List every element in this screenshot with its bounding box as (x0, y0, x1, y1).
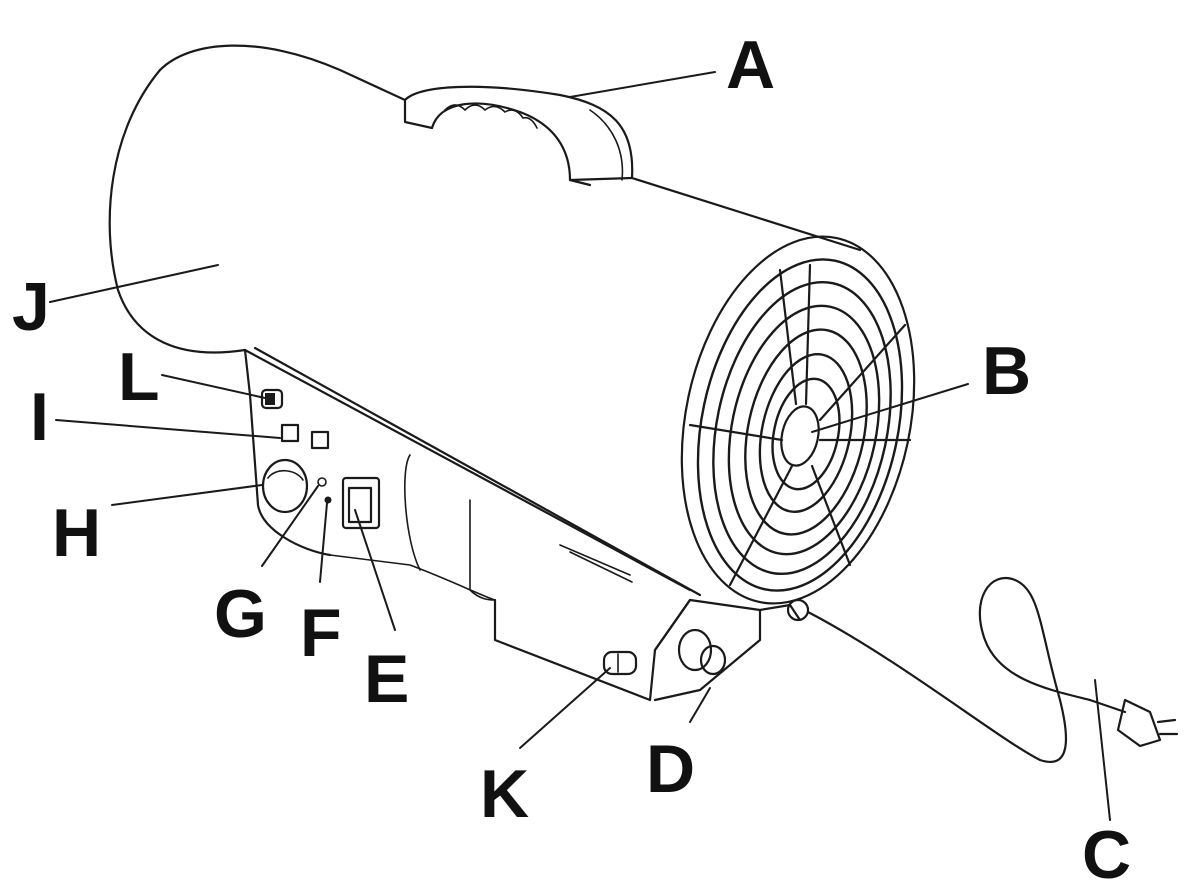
component-g-port (317, 477, 327, 487)
carry-handle (403, 85, 634, 187)
label-g: G (214, 576, 267, 652)
control-panel (243, 346, 802, 702)
power-cord (786, 577, 1179, 763)
component-h-knob (261, 458, 309, 514)
label-j: J (12, 269, 50, 345)
label-a: A (726, 27, 775, 103)
callout-labels: A B C D E F G H I J K L (12, 27, 1131, 887)
label-b: B (982, 333, 1031, 409)
component-e-switch (341, 476, 381, 530)
label-l: L (118, 339, 160, 415)
label-k: K (480, 756, 529, 832)
component-d-gas-inlet (677, 628, 727, 676)
label-f: F (300, 595, 342, 671)
component-l-lamp (260, 388, 284, 410)
component-k-button (602, 650, 638, 676)
label-d: D (646, 731, 695, 807)
fan-grill (680, 235, 916, 605)
label-e: E (364, 641, 409, 717)
heater-body (108, 44, 862, 592)
label-h: H (52, 495, 101, 571)
leader-lines (49, 71, 1111, 821)
label-c: C (1082, 817, 1131, 887)
label-i: I (30, 379, 49, 455)
component-i-indicators (280, 423, 330, 450)
component-f-dot (324, 496, 332, 504)
